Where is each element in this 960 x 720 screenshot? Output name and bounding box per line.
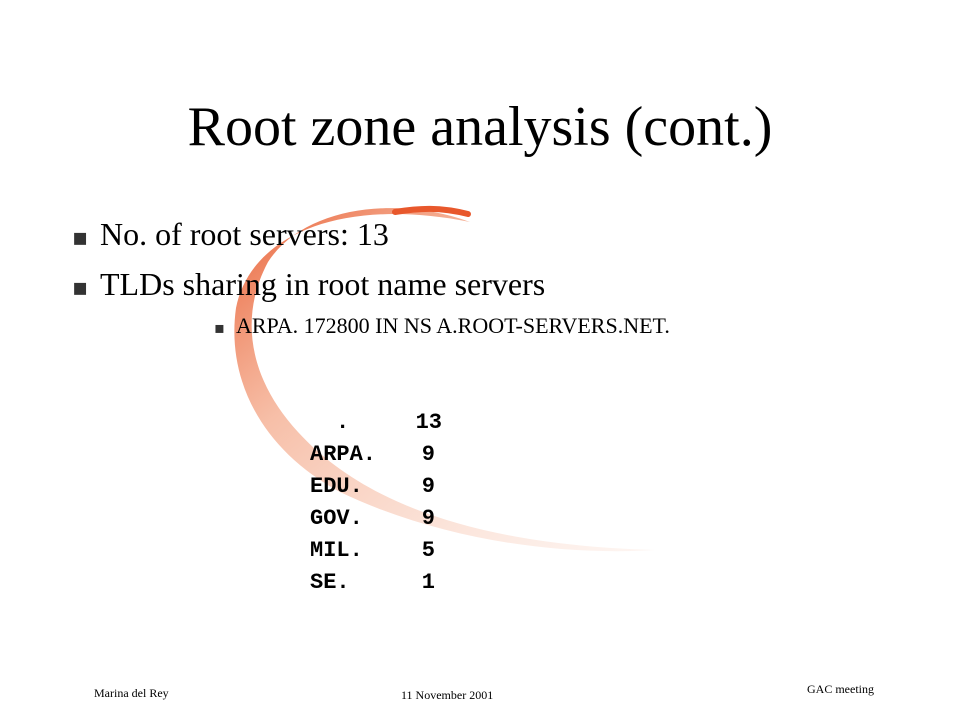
bullet-marker-icon: ▪	[72, 223, 89, 251]
swoosh-highlight	[392, 205, 471, 217]
server-count: 9	[421, 474, 435, 499]
footer-event: GAC meeting	[807, 682, 874, 696]
tld-server-count-list: . 13 ARPA. 9 EDU. 9 GOV. 9 MIL. 5 SE. 1	[300, 408, 460, 600]
sub-bullet-ns-record: ▪ ARPA. 172800 IN NS A.ROOT-SERVERS.NET.	[214, 311, 670, 343]
footer-date: 11 November 2001	[401, 688, 494, 702]
count-row: MIL. 5	[300, 536, 460, 568]
sub-bullet-text: ARPA. 172800 IN NS A.ROOT-SERVERS.NET.	[236, 313, 670, 338]
count-row: GOV. 9	[300, 504, 460, 536]
server-count: 13	[415, 410, 442, 435]
slide-title: Root zone analysis (cont.)	[187, 96, 773, 158]
count-row: ARPA. 9	[300, 440, 460, 472]
tld-label: MIL.	[310, 538, 363, 563]
count-row: EDU. 9	[300, 472, 460, 504]
tld-label: GOV.	[310, 506, 363, 531]
bullet-root-servers: ▪ No. of root servers: 13	[72, 214, 389, 257]
sub-bullet-marker-icon: ▪	[214, 318, 225, 337]
server-count: 9	[421, 506, 435, 531]
bullet-tld-sharing: ▪ TLDs sharing in root name servers	[72, 264, 545, 307]
bullet-text: No. of root servers: 13	[100, 216, 389, 252]
tld-label: EDU.	[310, 474, 363, 499]
bullet-marker-icon: ▪	[72, 273, 89, 301]
tld-label: ARPA.	[310, 442, 377, 467]
count-row: . 13	[300, 408, 460, 440]
server-count: 9	[421, 442, 435, 467]
server-count: 1	[421, 570, 435, 595]
footer-location: Marina del Rey	[94, 686, 169, 700]
count-row: SE. 1	[300, 568, 460, 600]
tld-label: .	[336, 410, 350, 435]
bullet-text: TLDs sharing in root name servers	[100, 266, 546, 302]
tld-label: SE.	[310, 570, 350, 595]
server-count: 5	[421, 538, 435, 563]
